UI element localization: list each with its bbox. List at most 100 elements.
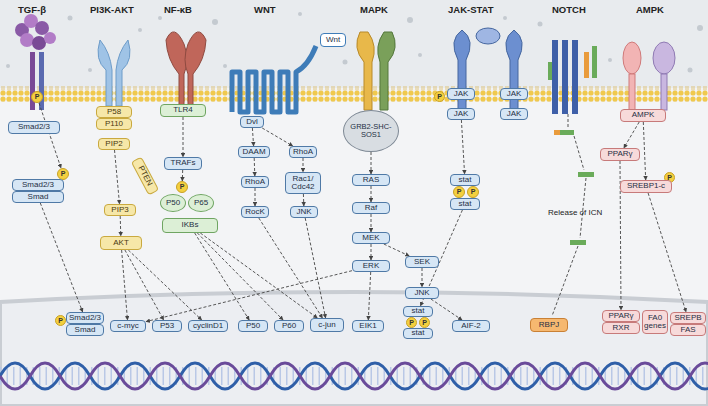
node-text: JAK <box>507 110 522 118</box>
molecule-box: FAS <box>670 324 706 336</box>
signal-arrow <box>255 188 256 206</box>
node-text: RBPJ <box>539 321 559 329</box>
node-text: P60 <box>282 322 296 330</box>
phospho-circle: P <box>406 317 417 328</box>
molecule-box: stat <box>450 198 480 210</box>
molecule-box: P65 <box>188 194 214 212</box>
pi3k-receptor <box>98 40 130 106</box>
node-text: stat <box>412 307 425 315</box>
node-text: cyclinD1 <box>193 322 223 330</box>
node-text: JAK <box>454 90 469 98</box>
molecule-box: EIK1 <box>352 320 384 332</box>
molecule-box: IKBs <box>162 218 218 233</box>
molecule-box: JNK <box>290 206 318 218</box>
signal-arrow <box>371 244 372 260</box>
node-text: stat <box>459 176 472 184</box>
signal-arrow <box>197 233 283 320</box>
signal-arrow <box>39 103 61 168</box>
signal-arrow <box>368 272 370 320</box>
signal-arrow <box>262 128 293 146</box>
node-text: Wnt <box>326 36 340 44</box>
ampk-receptor <box>661 74 667 110</box>
ligand-dots <box>697 25 703 31</box>
molecule-box: PTEN <box>131 156 159 195</box>
dna-strand <box>0 363 708 389</box>
notch-receptor <box>552 40 558 114</box>
notch-receptor <box>592 46 597 78</box>
molecule-box: GRB2-SHC-SOS1 <box>343 110 399 152</box>
molecule-box: Smad2/3 <box>8 121 60 134</box>
molecule-box: P58 <box>96 106 132 118</box>
ampk-receptor <box>629 74 635 110</box>
node-text: Smad2/3 <box>69 314 101 322</box>
node-text: AKT <box>113 239 129 247</box>
node-text: PIP3 <box>111 206 128 214</box>
node-text: P <box>437 93 442 100</box>
node-text: RhoA <box>245 178 265 186</box>
tgf-receptor <box>15 14 56 110</box>
molecule-box: PPARγ <box>602 310 640 322</box>
ligand-dots <box>212 19 218 25</box>
notch-leader-line <box>568 114 569 128</box>
signal-arrow <box>384 244 410 256</box>
phospho-circle: P <box>453 186 465 198</box>
molecule-box: c-myc <box>110 320 146 332</box>
molecule-box: PPARγ <box>600 148 640 161</box>
icn-fragment <box>578 172 594 177</box>
icn-fragment <box>560 130 574 135</box>
signal-arrow <box>371 152 372 174</box>
signal-arrow <box>305 218 325 318</box>
node-text: P50 <box>246 322 260 330</box>
molecule-box: stat <box>403 306 433 317</box>
ligand-dots <box>138 28 142 32</box>
molecule-box: RhoA <box>289 146 317 158</box>
ligand-dots <box>158 16 162 20</box>
signal-arrow <box>122 250 128 320</box>
phospho-circle: P <box>31 91 43 103</box>
molecule-box: Smad2/3 <box>12 179 64 191</box>
phospho-circle: P <box>434 91 445 102</box>
pathway-label: TGF-β <box>18 4 46 15</box>
node-text: PPARγ <box>608 312 633 320</box>
molecule-box: cyclinD1 <box>188 320 228 332</box>
node-text: MEK <box>362 234 379 242</box>
molecule-box: RBPJ <box>530 318 568 332</box>
notch-leader-line <box>552 246 578 316</box>
molecule-box: TRAFs <box>164 157 202 170</box>
pathway-label: NF-κB <box>164 4 192 15</box>
pathway-label: WNT <box>254 4 276 15</box>
molecule-box: Rac1/ Cdc42 <box>285 172 321 194</box>
molecule-box: AMPK <box>620 109 666 122</box>
node-text: RhoA <box>293 148 313 156</box>
notch-receptor <box>548 62 552 80</box>
icn-fragment <box>570 240 586 245</box>
molecule-box: AIF-2 <box>452 320 490 332</box>
pi3k-receptor <box>98 40 112 106</box>
notch-receptor <box>562 40 568 114</box>
ligand-dots <box>418 53 422 57</box>
node-text: P110 <box>105 120 123 128</box>
molecule-box: JAK <box>500 88 528 100</box>
node-text: P65 <box>194 199 208 207</box>
node-text: P <box>58 317 63 324</box>
signal-arrow <box>40 203 82 312</box>
signal-arrow <box>182 170 183 181</box>
notch-receptor <box>584 52 589 78</box>
node-text: PPARγ <box>607 150 632 158</box>
node-text: Rac1/ Cdc42 <box>287 175 319 192</box>
signal-arrow <box>125 250 164 320</box>
molecule-box: Dvl <box>240 116 264 128</box>
node-text: JNK <box>296 208 311 216</box>
signal-arrow <box>120 216 122 236</box>
molecule-box: PIP3 <box>104 204 136 216</box>
node-text: FAS <box>680 326 695 334</box>
signal-arrow <box>254 158 256 176</box>
node-text: P <box>35 93 40 100</box>
phospho-circle: P <box>467 186 479 198</box>
dna-strand <box>0 363 708 389</box>
node-text: FA0 genes <box>644 314 666 331</box>
molecule-box: P60 <box>274 320 304 332</box>
molecule-box: SEK <box>405 256 439 268</box>
